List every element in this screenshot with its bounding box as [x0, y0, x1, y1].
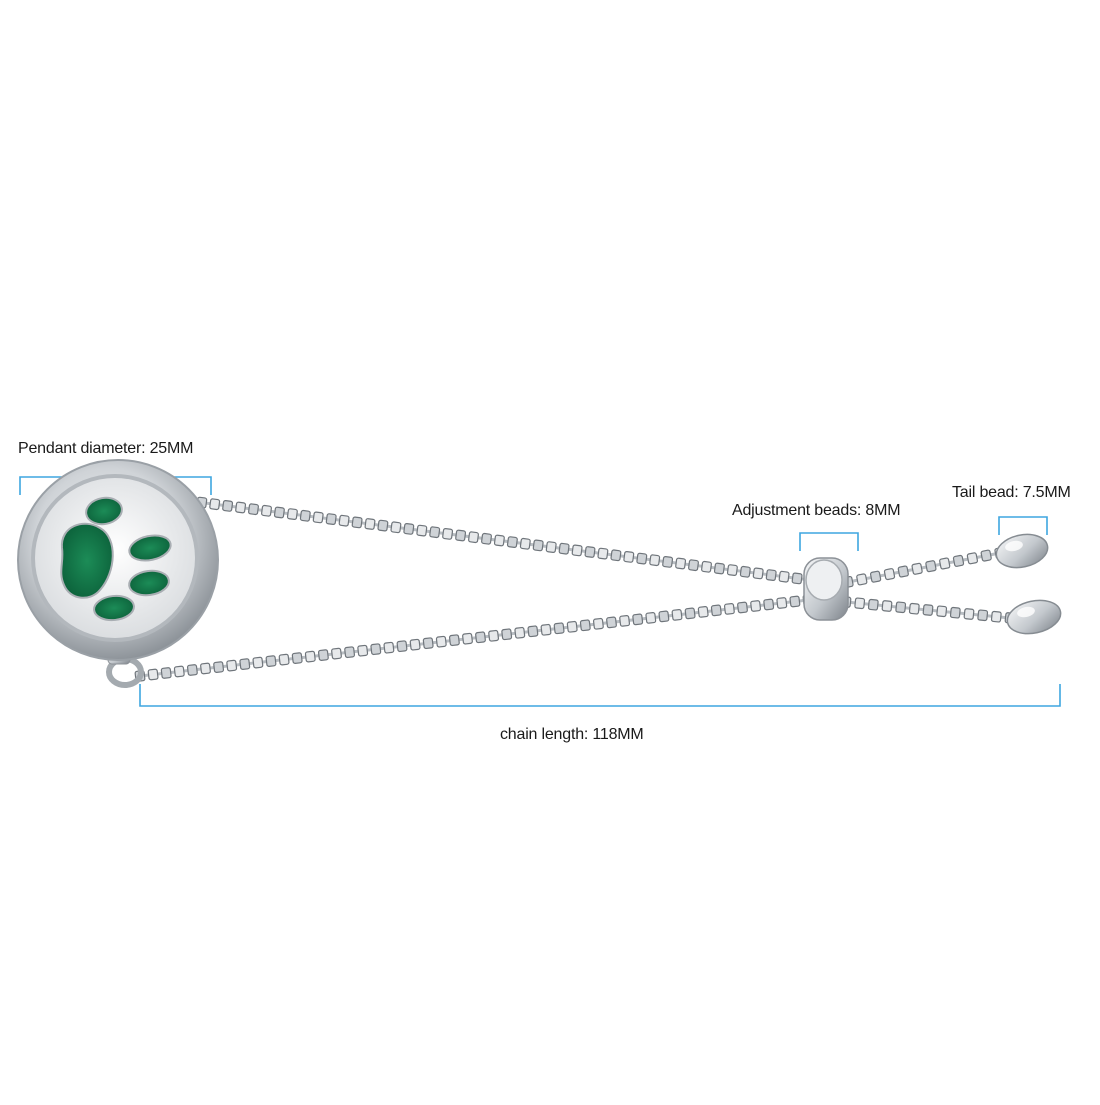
tail-bead-bracket [998, 516, 1048, 535]
adjustment-beads-label: Adjustment beads: 8MM [732, 502, 901, 519]
box-chain [134, 490, 1016, 682]
chain-strand-bottom [134, 594, 814, 682]
paw-print-icon [60, 496, 172, 622]
chain-length-bracket [139, 684, 1061, 707]
pendant [17, 459, 219, 688]
chain-tail-bottom [840, 596, 1016, 624]
chain-tail-top [842, 546, 1006, 589]
pendant-face [35, 478, 195, 638]
tail-bead-top [995, 533, 1049, 569]
pendant-diameter-label: Pendant diameter: 25MM [18, 440, 194, 457]
chain-strand-top [144, 490, 816, 586]
tail-bead-label: Tail bead: 7.5MM [952, 484, 1071, 501]
tail-bead-bottom [1006, 599, 1062, 635]
adjustment-bead [803, 557, 849, 621]
chain-length-label: chain length: 118MM [500, 726, 644, 743]
adjustment-beads-bracket [799, 532, 859, 551]
